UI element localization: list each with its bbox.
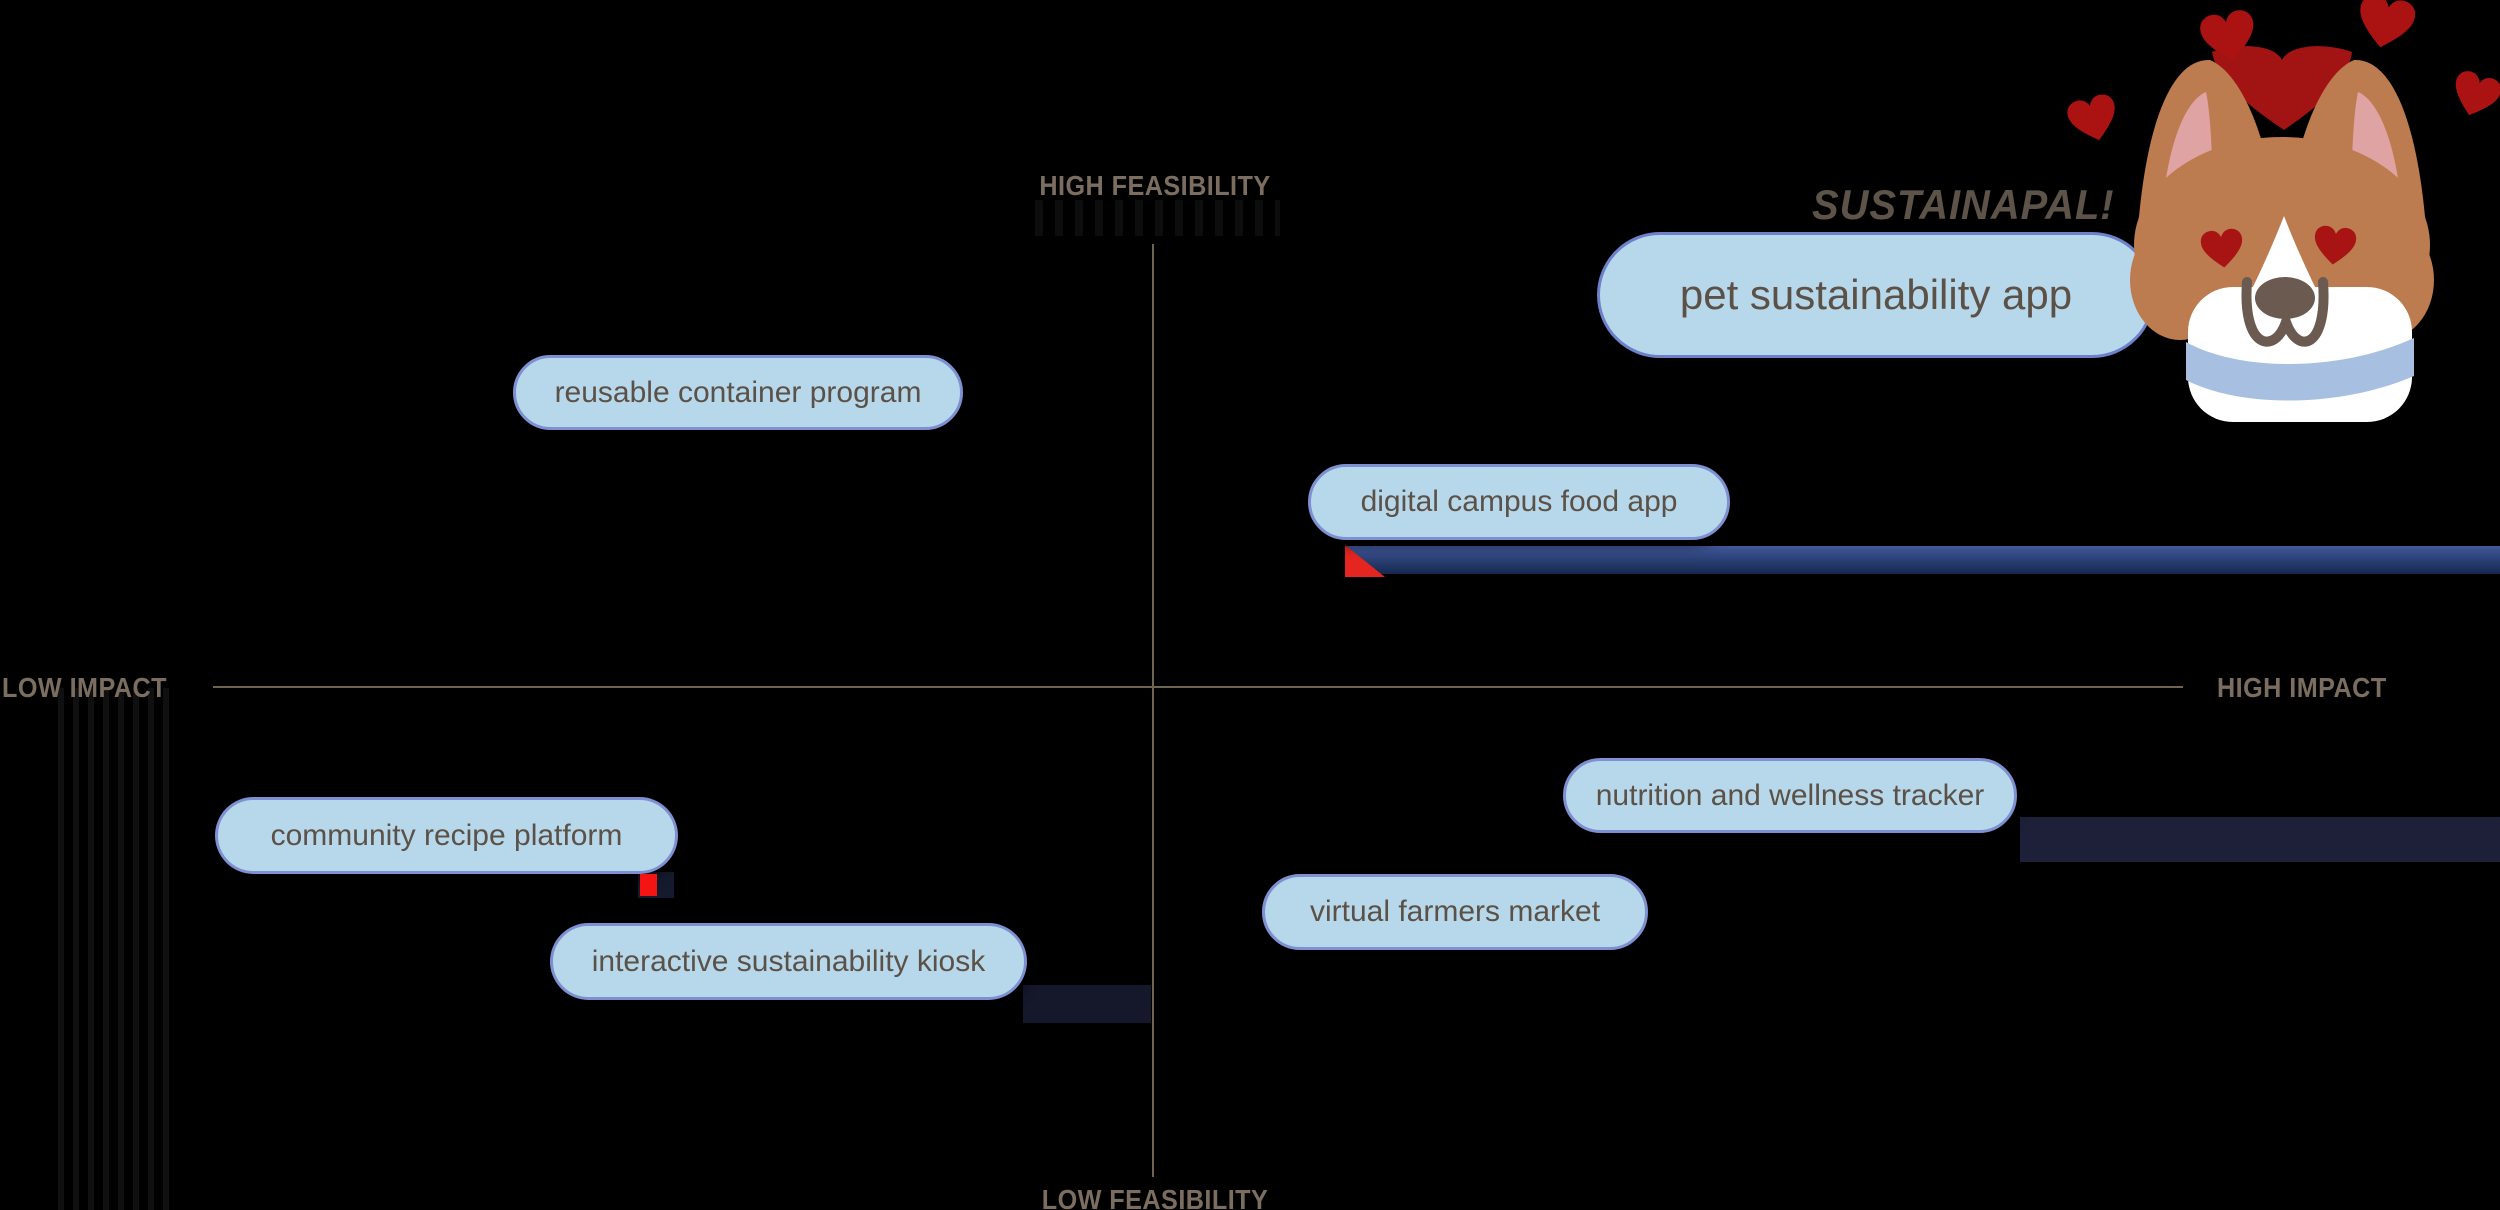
dog-nose bbox=[2255, 277, 2315, 319]
axis-label-high-feasibility: HIGH FEASIBILITY bbox=[1039, 170, 1271, 201]
axis-label-high-impact: HIGH IMPACT bbox=[2217, 672, 2387, 703]
floating-hearts-icon bbox=[2067, 0, 2500, 141]
idea-pill-virtual-farmers-market[interactable]: virtual farmers market bbox=[1262, 874, 1648, 950]
navy-rect-artifact bbox=[1023, 985, 1151, 1023]
idea-pill-reusable-container-program[interactable]: reusable container program bbox=[513, 355, 963, 430]
board-title[interactable]: SUSTAINAPAL! bbox=[1812, 181, 2115, 228]
idea-pill-community-recipe-platform[interactable]: community recipe platform bbox=[215, 797, 678, 874]
impact-axis-line bbox=[213, 686, 2183, 688]
background-stripes-artifact-top bbox=[1035, 200, 1280, 236]
dog-mouth bbox=[2241, 277, 2329, 347]
axis-label-low-feasibility: LOW FEASIBILITY bbox=[1041, 1184, 1269, 1210]
big-heart-icon bbox=[2212, 46, 2352, 130]
idea-pill-digital-campus-food-app[interactable]: digital campus food app bbox=[1308, 464, 1730, 540]
feasibility-axis-line bbox=[1152, 244, 1154, 1177]
red-square-marker[interactable] bbox=[640, 874, 657, 896]
corgi-mascot-sticker[interactable] bbox=[2060, 0, 2500, 430]
navy-band-artifact bbox=[2020, 817, 2500, 862]
background-stripes-artifact bbox=[58, 688, 176, 1210]
dog-collar bbox=[2186, 338, 2414, 401]
axis-label-low-impact: LOW IMPACT bbox=[2, 672, 168, 703]
idea-pill-interactive-sustainability-kiosk[interactable]: interactive sustainability kiosk bbox=[550, 923, 1027, 1000]
blue-gradient-bar[interactable] bbox=[1347, 546, 2500, 574]
heart-eyes-icon bbox=[2200, 225, 2357, 268]
idea-pill-nutrition-and-wellness-tracker[interactable]: nutrition and wellness tracker bbox=[1563, 758, 2017, 833]
